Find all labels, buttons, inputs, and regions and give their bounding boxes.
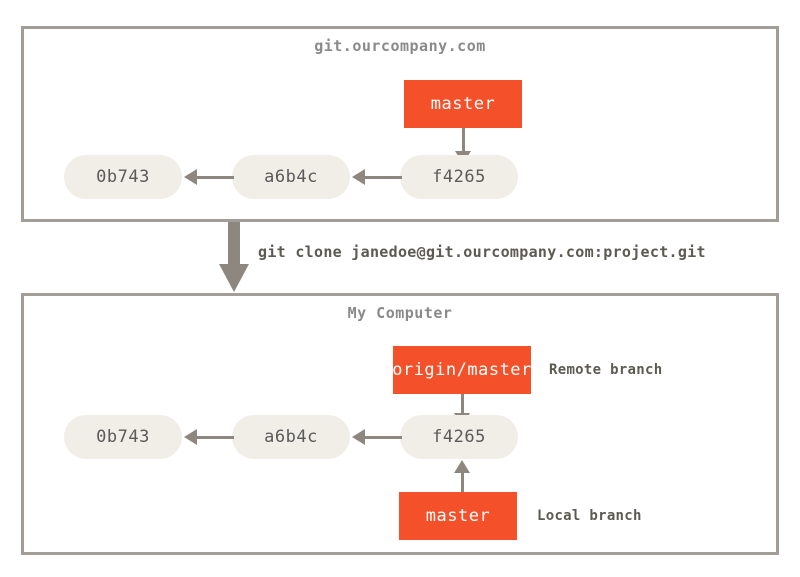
- commit-node-a6b4c-remote: a6b4c: [232, 155, 350, 199]
- arrow-a6b4c-to-0b743-remote: [184, 169, 234, 185]
- remote-server-title: git.ourcompany.com: [314, 37, 486, 55]
- commit-node-f4265-remote: f4265: [400, 155, 518, 199]
- commit-node-a6b4c-local: a6b4c: [232, 415, 350, 459]
- remote-branch-label-master-text: master: [430, 94, 496, 114]
- commit-id-text: 0b743: [96, 167, 150, 187]
- commit-node-f4265-local: f4265: [400, 415, 518, 459]
- commit-id-text: f4265: [432, 167, 486, 187]
- arrow-f4265-to-a6b4c-local: [352, 429, 402, 445]
- local-branch-annotation: Local branch: [537, 508, 642, 524]
- commit-node-0b743-remote: 0b743: [64, 155, 182, 199]
- commit-id-text: f4265: [432, 427, 486, 447]
- remote-branch-label-master: master: [404, 80, 522, 128]
- clone-command-caption: git clone janedoe@git.ourcompany.com:pro…: [258, 243, 706, 261]
- local-branch-label-master: master: [399, 492, 517, 540]
- remote-branch-annotation: Remote branch: [549, 362, 663, 378]
- arrow-a6b4c-to-0b743-local: [184, 429, 234, 445]
- arrow-f4265-to-a6b4c-remote: [352, 169, 402, 185]
- remote-server-panel: git.ourcompany.com: [21, 26, 779, 222]
- clone-flow-arrow: [219, 222, 249, 292]
- arrow-master-to-f4265-local: [454, 460, 470, 493]
- commit-id-text: 0b743: [96, 427, 150, 447]
- origin-master-text: origin/master: [392, 360, 532, 380]
- remote-tracking-branch-label-origin-master: origin/master: [392, 346, 532, 394]
- local-computer-panel: My Computer: [21, 293, 779, 555]
- commit-id-text: a6b4c: [264, 167, 318, 187]
- local-master-text: master: [425, 506, 491, 526]
- local-computer-title: My Computer: [347, 304, 453, 322]
- commit-id-text: a6b4c: [264, 427, 318, 447]
- commit-node-0b743-local: 0b743: [64, 415, 182, 459]
